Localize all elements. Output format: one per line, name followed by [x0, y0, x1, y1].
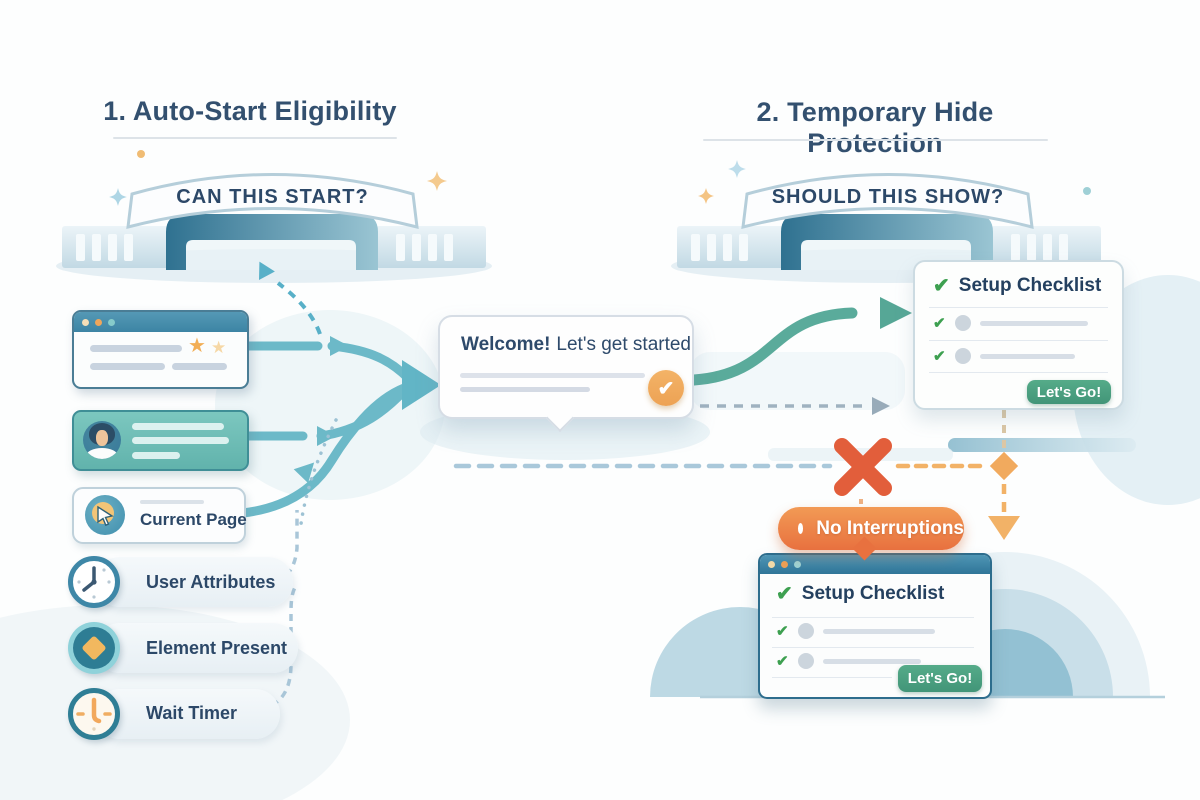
- checkmark-icon: ✔: [776, 652, 789, 670]
- cursor-icon: [85, 495, 125, 535]
- divider: [772, 647, 974, 648]
- divider: [772, 617, 974, 618]
- star-icon: ★: [211, 338, 227, 357]
- avatar-shirt: [86, 448, 118, 459]
- section-title-eligibility: 1. Auto-Start Eligibility: [103, 96, 397, 126]
- window-titlebar: [74, 312, 247, 332]
- condition-label: Wait Timer: [146, 703, 238, 723]
- lets-go-button: Let's Go!: [1027, 380, 1111, 404]
- window-dot: [794, 561, 801, 568]
- list-bullet: [797, 653, 814, 669]
- text-line: [822, 658, 921, 664]
- diamond-icon: [68, 622, 120, 674]
- divider: [929, 372, 1108, 373]
- checkmark-icon: ✔: [776, 583, 793, 605]
- text-line: [132, 423, 224, 430]
- list-bullet: [797, 623, 814, 639]
- avatar: [83, 421, 121, 459]
- condition-label: User Attributes: [146, 572, 276, 592]
- clock-icon: [68, 556, 120, 608]
- check-circle-icon: ✔: [648, 370, 684, 406]
- divider: [929, 307, 1108, 308]
- window-dot: [768, 561, 775, 568]
- divider: [772, 677, 892, 678]
- sparkle-icon: [728, 160, 746, 178]
- condition-pill: [95, 623, 298, 673]
- text-line: [140, 500, 204, 504]
- title-underline: [703, 139, 1048, 141]
- text-line: [460, 387, 590, 392]
- soft-band: [690, 352, 905, 410]
- user-profile-card: [72, 410, 249, 471]
- text-line: [460, 373, 645, 378]
- checkmark-icon: ✔: [933, 347, 946, 365]
- show-arrow-line: [688, 307, 858, 386]
- page-thumbnail-card: ★ ★: [72, 310, 249, 389]
- hidden-checklist-window: ✔ Setup Checklist ✔ ✔ Let's Go!: [758, 553, 992, 699]
- down-arrowhead: [988, 516, 1020, 540]
- text-line: [172, 363, 227, 370]
- gate-question-right: SHOULD THIS SHOW?: [771, 186, 1005, 208]
- condition-current-page: Current Page: [72, 487, 247, 544]
- soft-band: [768, 448, 953, 461]
- show-arrowhead: [880, 297, 912, 329]
- list-bullet: [954, 315, 971, 331]
- gate-check-arrowhead: [258, 261, 275, 280]
- checkmark-icon: ✔: [776, 622, 789, 640]
- section-title-hide-protection: 2. Temporary Hide Protection: [756, 97, 994, 158]
- text-line: [979, 353, 1075, 359]
- window-dot: [781, 561, 788, 568]
- condition-label: Current Page: [140, 510, 247, 529]
- text-line: [979, 320, 1088, 326]
- condition-pill: [95, 557, 293, 607]
- gate-question-left: CAN THIS START?: [176, 186, 369, 208]
- sparkle-icon: [427, 171, 447, 191]
- text-line: [90, 345, 182, 352]
- checkmark-icon: ✔: [933, 275, 950, 297]
- no-interruptions-badge: No Interruptions: [778, 507, 964, 561]
- checklist-title: Setup Checklist: [801, 583, 945, 604]
- window-dot: [82, 318, 89, 326]
- avatar-face: [96, 430, 108, 446]
- title-underline: [113, 137, 397, 139]
- list-bullet: [954, 348, 971, 364]
- soft-blob: [215, 310, 445, 500]
- condition-label: Element Present: [146, 638, 288, 658]
- badge-label: No Interruptions: [816, 517, 964, 539]
- dotted-connector: [299, 418, 338, 526]
- sparkle-dot: [1083, 187, 1091, 195]
- gate-arch: [166, 214, 378, 270]
- checklist-title: Setup Checklist: [958, 275, 1102, 296]
- tooltip-tail: [545, 403, 575, 433]
- tooltip-headline-bold: Welcome!: [461, 334, 551, 355]
- text-line: [132, 452, 180, 459]
- sparkle-icon: [698, 188, 714, 204]
- diamond-node: [989, 451, 1019, 481]
- main-arrowhead: [402, 360, 441, 410]
- merge-arrows: [238, 341, 413, 518]
- setup-checklist-card: ✔ Setup Checklist ✔ ✔ Let's Go!: [913, 260, 1124, 410]
- welcome-tooltip: Welcome!Let's get started ✔: [438, 315, 694, 433]
- tooltip-headline: Let's get started: [556, 334, 692, 355]
- merge-arrowheads: [293, 336, 349, 484]
- window-titlebar: [760, 555, 990, 574]
- window-dot: [108, 318, 115, 326]
- text-line: [90, 363, 165, 370]
- checkmark-icon: ✔: [933, 314, 946, 332]
- x-icon: [834, 438, 892, 496]
- star-icon: ★: [188, 335, 206, 357]
- divider: [929, 340, 1108, 341]
- condition-pill: [95, 689, 280, 739]
- gate-check-dashed-line: [276, 281, 322, 335]
- sparkle-icon: [109, 188, 127, 206]
- lets-go-button: Let's Go!: [898, 665, 982, 692]
- text-line: [132, 437, 229, 444]
- badge-dot: [798, 523, 804, 534]
- text-line: [822, 628, 935, 634]
- timer-icon: [68, 688, 120, 740]
- soft-band: [948, 438, 1136, 452]
- skip-arrowhead: [872, 397, 890, 415]
- sparkle-dot: [137, 150, 145, 158]
- window-dot: [95, 318, 102, 326]
